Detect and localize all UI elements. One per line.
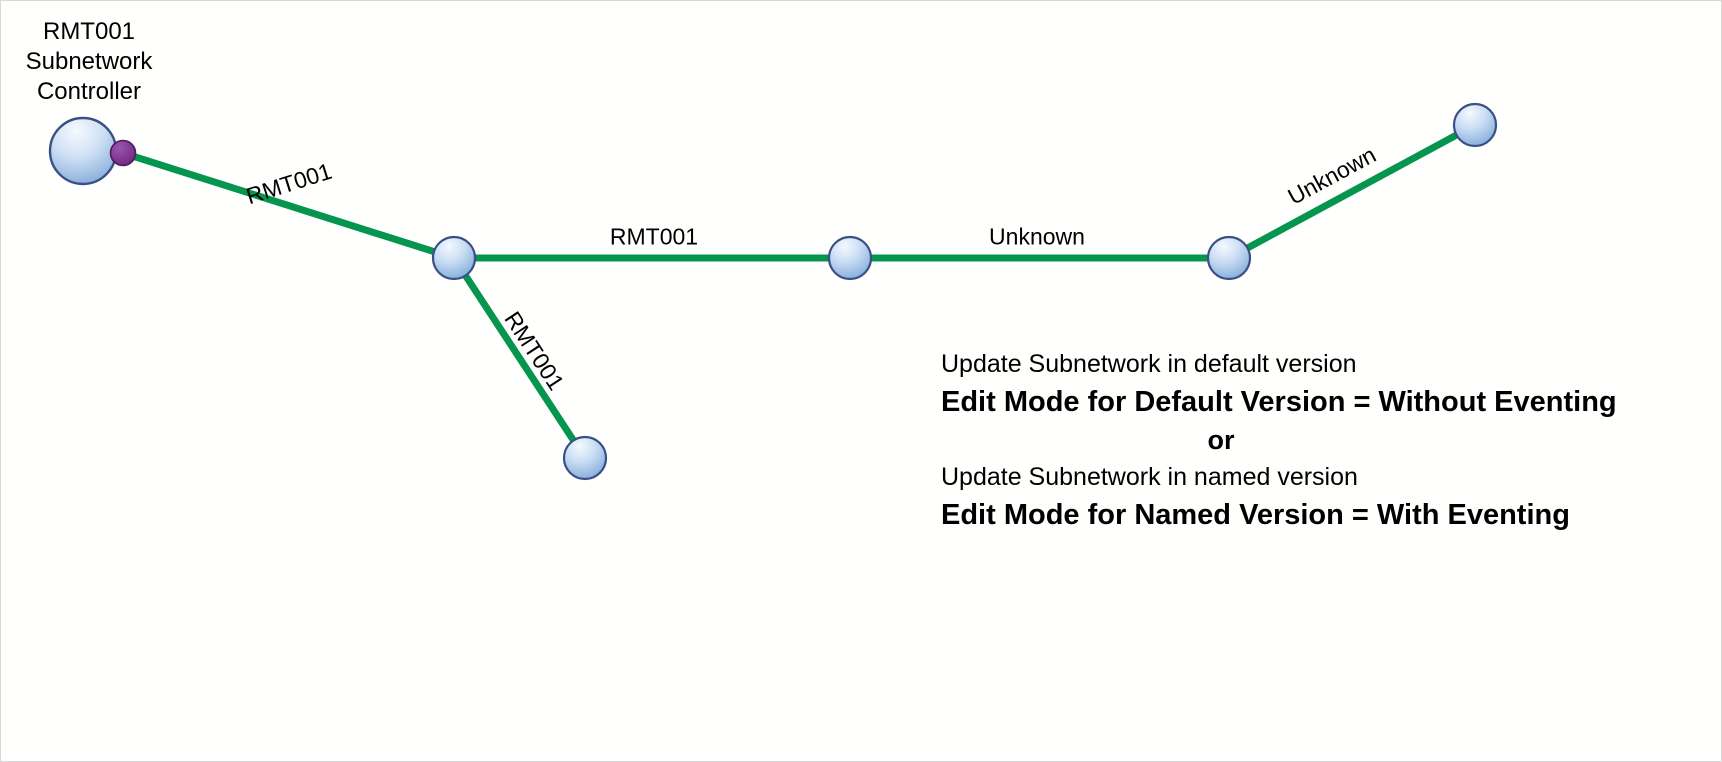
network-node-mid[interactable] [827,235,873,281]
edge-controller-junction[interactable] [119,149,458,262]
network-node-junction[interactable] [431,235,477,281]
link-edges [119,121,1479,462]
annotation-line-or: or [1207,425,1235,455]
annotation-line-4: Update Subnetwork in named version [941,463,1358,491]
graph-nodes [48,102,1498,481]
edge-label-junction-mid: RMT001 [609,223,699,250]
network-node-right[interactable] [1206,235,1252,281]
annotation-line-5: Edit Mode for Named Version = With Event… [941,499,1570,531]
subnetwork-controller-node[interactable] [48,116,118,186]
controller-port-icon[interactable] [109,139,137,167]
annotation-line-2: Edit Mode for Default Version = Without … [941,386,1617,418]
network-node-top-right[interactable] [1452,102,1498,148]
edge-junction-bottom[interactable] [450,254,589,462]
edit-mode-annotation: Update Subnetwork in default version Edi… [941,346,1701,534]
annotation-line-1: Update Subnetwork in default version [941,350,1357,378]
network-node-bottom[interactable] [562,435,608,481]
edge-right-topright[interactable] [1225,121,1479,262]
edge-label-mid-right: Unknown [989,223,1085,250]
